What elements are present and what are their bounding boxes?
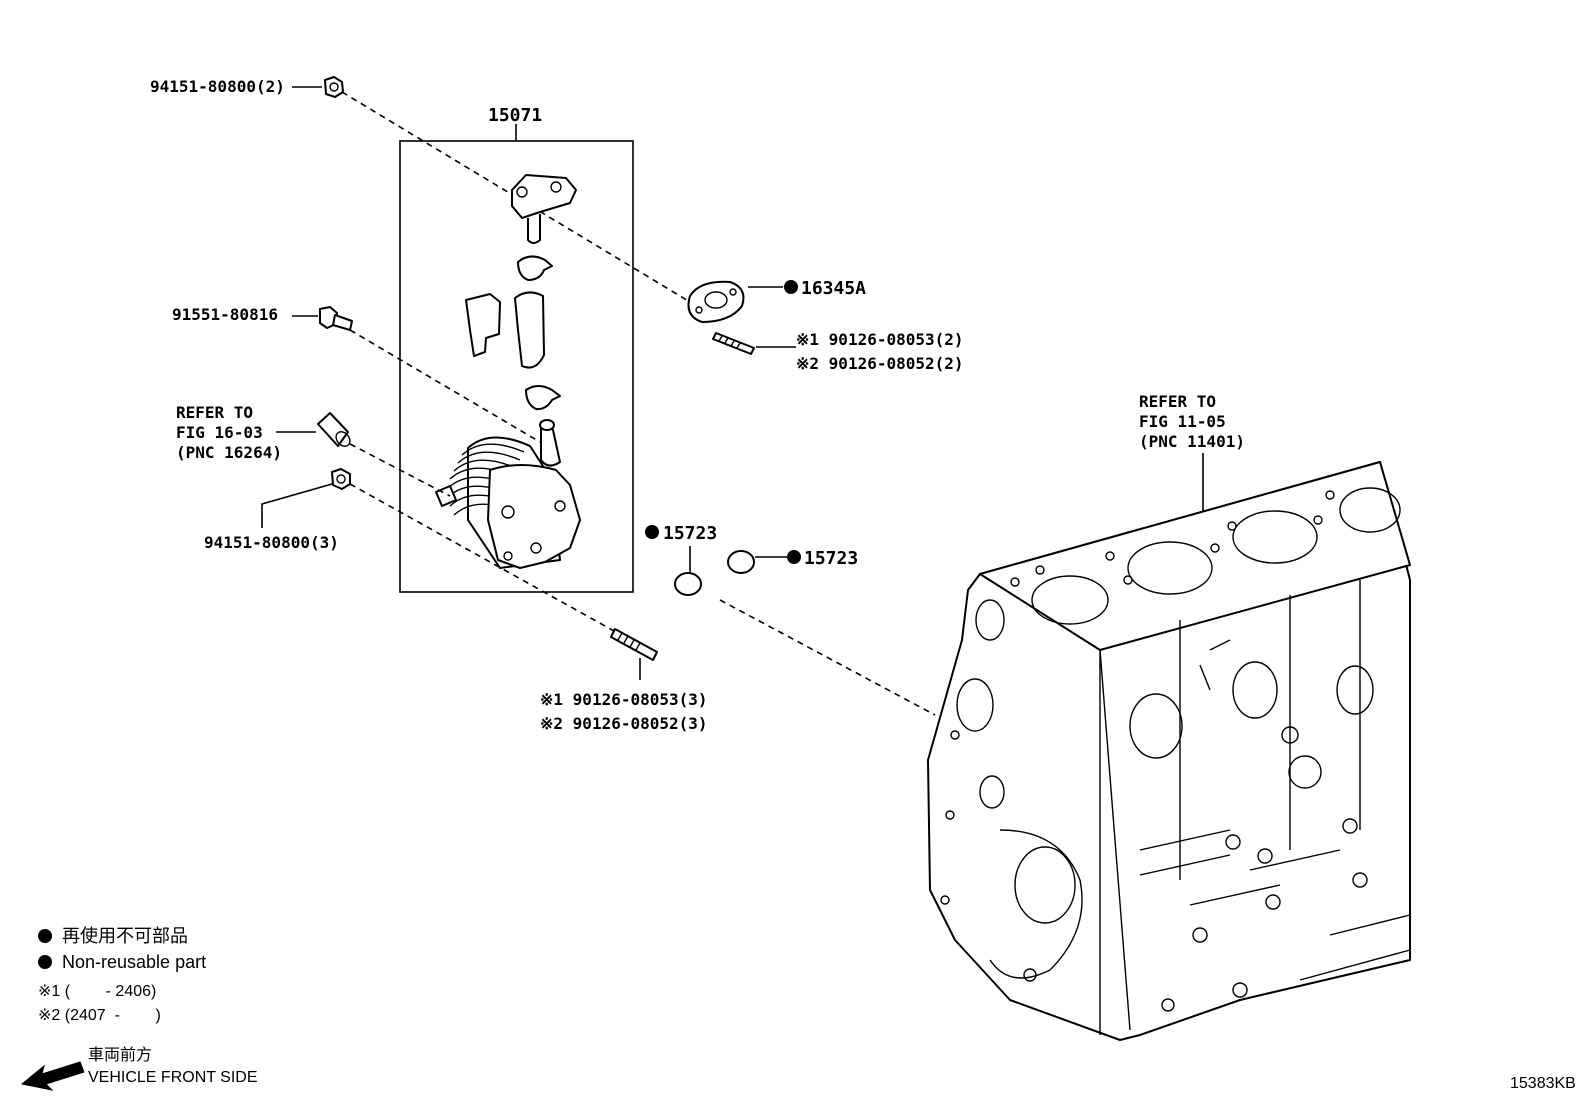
label-nut-lower: 94151-80800(3) [204, 533, 339, 552]
hose-clamp-lower-part [525, 385, 561, 411]
legend-note-2: ※2 (2407 - ) [38, 1007, 161, 1024]
insulator-part [465, 293, 501, 357]
legend-non-reusable-en: Non-reusable part [62, 952, 206, 972]
hose-clamp-upper-part [517, 255, 553, 281]
non-reusable-marker-oring-left [645, 525, 659, 539]
label-refer-16-line2: FIG 16-03 [176, 423, 263, 442]
non-reusable-marker-oring-right [787, 550, 801, 564]
stud-top-part [712, 332, 755, 355]
label-refer-11-line3: (PNC 11401) [1139, 432, 1245, 451]
legend-front-en: VEHICLE FRONT SIDE [88, 1069, 258, 1086]
oring-right-part [727, 550, 755, 574]
oil-cooler-part [435, 419, 581, 569]
hose-part [514, 291, 545, 369]
label-stud-bottom-2: ※2 90126-08052(3) [540, 714, 708, 733]
label-assembly: 15071 [488, 105, 542, 126]
bolt-mid-part [319, 306, 353, 331]
stud-bottom-part [610, 628, 658, 661]
legend-non-reusable-jp: 再使用不可部品 [62, 926, 188, 946]
label-refer-16-line3: (PNC 16264) [176, 443, 282, 462]
label-oring-right: 15723 [804, 548, 858, 569]
legend-bullet-en [38, 955, 52, 969]
vehicle-front-arrow-icon [20, 1061, 85, 1091]
label-bolt-mid: 91551-80816 [172, 305, 278, 324]
nut-lower-part [331, 468, 351, 490]
label-refer-16-line1: REFER TO [176, 403, 253, 422]
gasket-part [687, 280, 745, 323]
legend-bullet-jp [38, 929, 52, 943]
label-oring-left: 15723 [663, 523, 717, 544]
label-refer-11-line1: REFER TO [1139, 392, 1216, 411]
label-stud-bottom-1: ※1 90126-08053(3) [540, 690, 708, 709]
legend-note-1: ※1 ( - 2406) [38, 983, 156, 1000]
oring-left-part [674, 572, 702, 596]
label-gasket: 16345A [801, 278, 866, 299]
label-stud-top-1: ※1 90126-08053(2) [796, 330, 964, 349]
union-pipe-part [317, 412, 351, 447]
bolt-top-part [324, 76, 344, 98]
outlet-flange-part [511, 174, 577, 244]
figure-code: 15383KB [1510, 1075, 1576, 1092]
cylinder-block-part [927, 461, 1411, 1041]
non-reusable-marker-gasket [784, 280, 798, 294]
label-refer-11-line2: FIG 11-05 [1139, 412, 1226, 431]
label-stud-top-2: ※2 90126-08052(2) [796, 354, 964, 373]
legend-front-jp: 車両前方 [88, 1046, 152, 1064]
label-bolt-top: 94151-80800(2) [150, 77, 285, 96]
